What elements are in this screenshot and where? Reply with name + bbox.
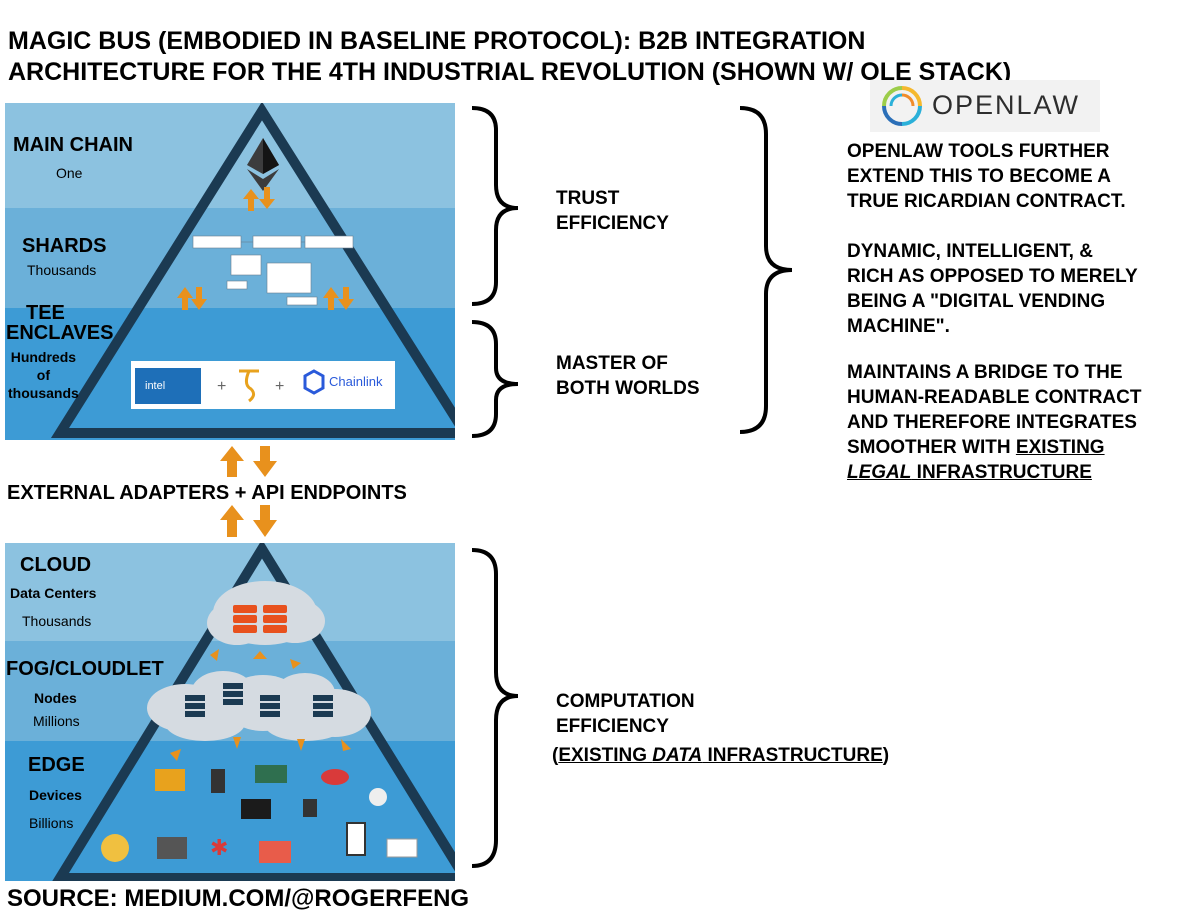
- p3-line5-a: LEGAL: [847, 462, 912, 483]
- trust-line1: TRUST: [556, 188, 620, 209]
- source-label: SOURCE: MEDIUM.COM/@ROGERFENG: [7, 885, 470, 912]
- chainlink-logo-text: Chainlink: [329, 374, 383, 389]
- p3-line5-b: INFRASTRUCTURE: [911, 462, 1092, 483]
- tee-label: TEE: [26, 302, 65, 324]
- master-line1: MASTER OF: [556, 353, 668, 374]
- note-existing: EXISTING: [558, 745, 653, 766]
- openlaw-paragraph-2: DYNAMIC, INTELLIGENT, & RICH AS OPPOSED …: [847, 239, 1138, 339]
- trust-efficiency-label: TRUST EFFICIENCY: [556, 186, 669, 236]
- p3-line: MAINTAINS A BRIDGE TO THE: [847, 362, 1123, 383]
- cloud-label: CLOUD: [20, 554, 92, 576]
- shard-diagram-icon: [192, 235, 354, 306]
- p3-line: AND THEREFORE INTEGRATES: [847, 412, 1137, 433]
- tee-sub-3: thousands: [8, 385, 79, 401]
- shards-label: SHARDS: [22, 235, 107, 257]
- arrow-up-icon: [220, 446, 244, 477]
- top-pyramid-outline: [50, 103, 455, 438]
- openlaw-paragraph-1: OPENLAW TOOLS FURTHER EXTEND THIS TO BEC…: [847, 139, 1126, 214]
- p2-line: BEING A "DIGITAL VENDING: [847, 291, 1106, 312]
- p3-line: SMOOTHER WITH EXISTING: [847, 435, 1141, 460]
- edge-label: EDGE: [28, 754, 85, 776]
- main-chain-arrows-icon: [243, 187, 275, 211]
- master-line2: BOTH WORLDS: [556, 378, 700, 399]
- computation-line2: EFFICIENCY: [556, 716, 669, 737]
- page-title: MAGIC BUS (EMBODIED IN BASELINE PROTOCOL…: [8, 26, 1011, 88]
- openlaw-logo-icon: [882, 86, 922, 126]
- p2-line: DYNAMIC, INTELLIGENT, &: [847, 241, 1093, 262]
- p2-line: RICH AS OPPOSED TO MERELY: [847, 266, 1138, 287]
- p3-line4-a: SMOOTHER WITH: [847, 437, 1016, 458]
- brackets: [471, 106, 793, 868]
- p2-line: MACHINE".: [847, 316, 950, 337]
- openlaw-logo-text: OPENLAW: [932, 90, 1081, 120]
- cloud-sub-2: Thousands: [22, 613, 92, 629]
- computation-label: COMPUTATION EFFICIENCY: [556, 689, 695, 739]
- p1-line: EXTEND THIS TO BECOME A: [847, 166, 1111, 187]
- title-line-1: MAGIC BUS (EMBODIED IN BASELINE PROTOCOL…: [8, 27, 866, 55]
- tee-sub: Hundreds of thousands: [8, 348, 79, 402]
- note-infra: INFRASTRUCTURE: [702, 745, 883, 766]
- arrow-up-icon: [220, 505, 244, 537]
- intel-sgx-icon: [135, 368, 201, 404]
- master-label: MASTER OF BOTH WORLDS: [556, 351, 700, 401]
- adapter-arrows: [220, 446, 277, 537]
- tee-sub-1: Hundreds: [10, 349, 77, 365]
- p3-line: HUMAN-READABLE CONTRACT: [847, 387, 1142, 408]
- external-adapters-label: EXTERNAL ADAPTERS + API ENDPOINTS: [7, 482, 407, 504]
- medical-icon: ✱: [210, 835, 228, 860]
- fog-label: FOG/CLOUDLET: [6, 658, 164, 680]
- tee-label-line1: TEE: [26, 302, 65, 324]
- shards-band: [5, 208, 455, 308]
- fog-arrows-icon: [170, 649, 351, 761]
- trust-line2: EFFICIENCY: [556, 213, 669, 234]
- main-chain-label: MAIN CHAIN: [13, 134, 133, 156]
- existing-data-underlined: EXISTING DATA INFRASTRUCTURE: [558, 745, 882, 766]
- shards-sub: Thousands: [27, 262, 97, 278]
- tee-sub-2: of: [36, 367, 50, 383]
- main-chain-sub: One: [56, 165, 83, 181]
- title-line-2: ARCHITECTURE FOR THE 4TH INDUSTRIAL REVO…: [8, 58, 1012, 86]
- enclaves-label: ENCLAVES: [6, 322, 114, 344]
- edge-sub-1: Devices: [29, 787, 82, 803]
- chainlink-icon: [303, 369, 325, 395]
- computation-bracket: [471, 548, 519, 868]
- fog-sub-1: Nodes: [34, 690, 77, 706]
- existing-data-note: (EXISTING DATA INFRASTRUCTURE): [552, 743, 889, 768]
- master-bracket: [471, 320, 519, 438]
- town-crier-icon: [239, 369, 259, 403]
- plus-sign-1: +: [217, 378, 226, 395]
- fog-sub-2: Millions: [33, 713, 80, 729]
- openlaw-logo: OPENLAW: [870, 80, 1100, 132]
- arrow-down-icon: [253, 446, 277, 477]
- bottom-pyramid-panel: ✱: [5, 543, 455, 881]
- cloud-sub-1: Data Centers: [10, 585, 97, 601]
- paren-close: ): [882, 745, 890, 766]
- p1-line: OPENLAW TOOLS FURTHER: [847, 141, 1110, 162]
- trust-bracket: [471, 106, 519, 306]
- arrow-down-icon: [253, 505, 277, 537]
- edge-sub-2: Billions: [29, 815, 74, 831]
- server-icon: [233, 605, 287, 633]
- openlaw-bracket: [739, 106, 793, 434]
- p3-line4-b: EXISTING: [1015, 437, 1105, 458]
- edge-devices-icon: ✱: [101, 765, 418, 863]
- computation-line1: COMPUTATION: [556, 691, 695, 712]
- openlaw-paragraph-3: MAINTAINS A BRIDGE TO THE HUMAN-READABLE…: [847, 360, 1141, 485]
- p1-line: TRUE RICARDIAN CONTRACT.: [847, 191, 1126, 212]
- note-data: DATA: [652, 745, 703, 766]
- top-pyramid-panel: intel + + Chainlink: [5, 103, 455, 440]
- shard-arrows-icon: [177, 287, 354, 310]
- p3-line: LEGAL INFRASTRUCTURE: [847, 460, 1141, 485]
- edge-band: [5, 741, 455, 881]
- ethereum-icon: [247, 138, 279, 191]
- paren-open: (: [552, 745, 559, 766]
- fog-node-server-icon: [185, 683, 333, 717]
- intel-logo-text: intel: [145, 380, 165, 392]
- plus-sign-2: +: [275, 378, 284, 395]
